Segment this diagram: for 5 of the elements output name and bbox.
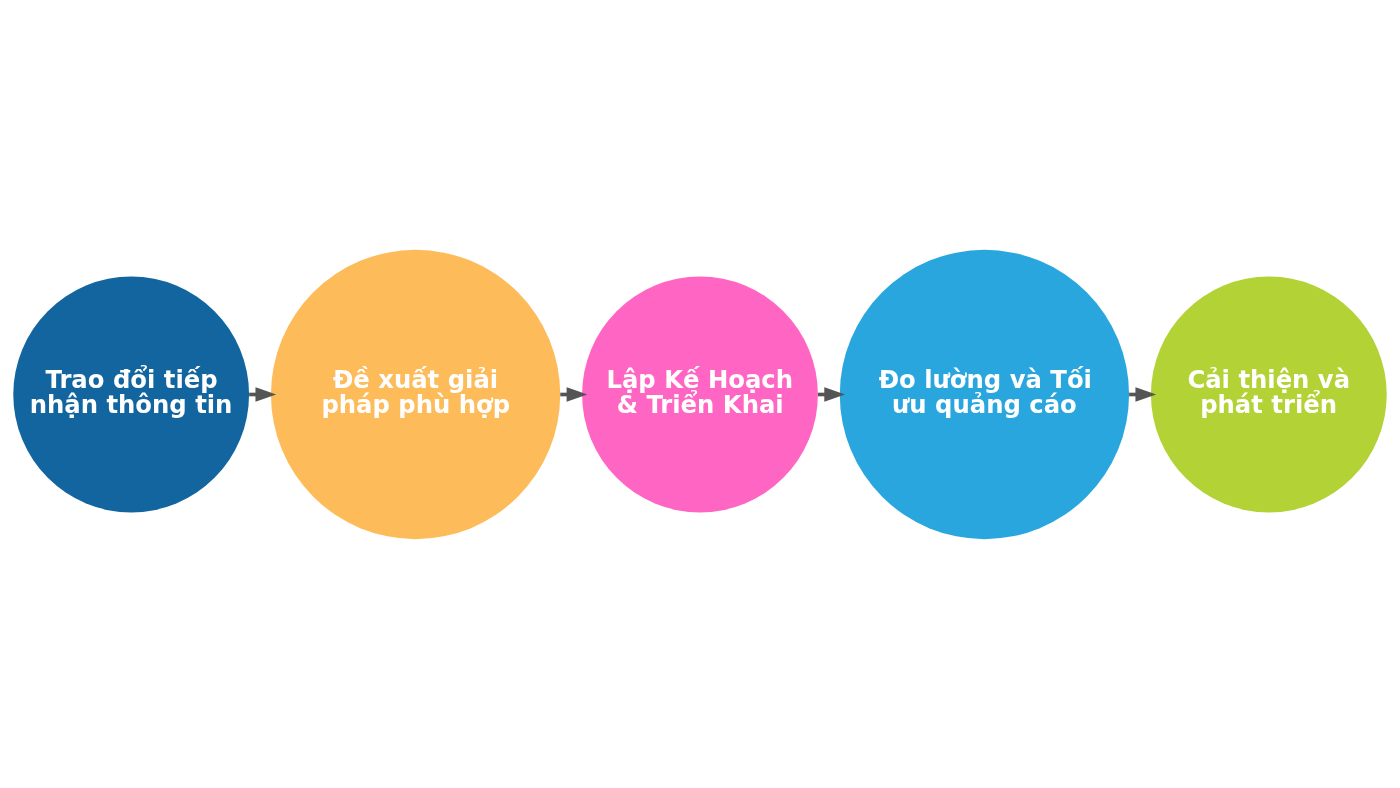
node-circle: Trao đổi tiếp nhận thông tin	[13, 276, 250, 512]
node-circle: Đề xuất giải pháp phù hợp	[270, 249, 561, 539]
node-circle: Lập Kế Hoạch & Triển Khai	[582, 276, 818, 512]
node-circle: Cải thiện và phát triển	[1150, 276, 1387, 512]
node-circle: Đo lường và Tối ưu quảng cáo	[839, 249, 1130, 539]
